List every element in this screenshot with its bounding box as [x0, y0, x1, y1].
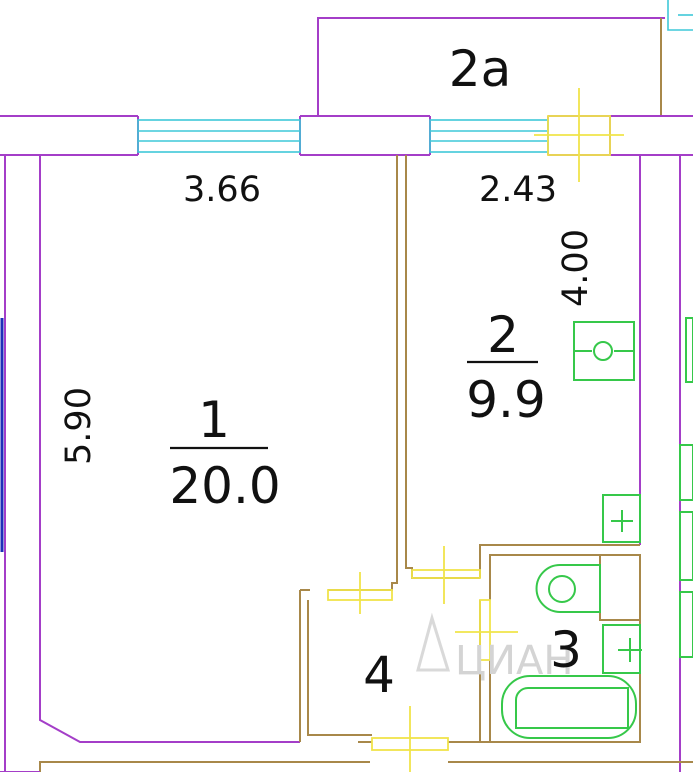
bottom-wall	[0, 741, 693, 772]
door-room-2	[411, 546, 481, 604]
dimension-room1-width: 3.66	[183, 170, 261, 210]
door-room-1	[327, 572, 393, 614]
door-entrance	[371, 706, 449, 772]
balcony-2a	[317, 0, 693, 115]
room-4-label: 4	[363, 646, 395, 704]
room-2a-label: 2a	[449, 40, 511, 98]
room-1-label: 1 20.0	[169, 391, 280, 515]
socket-bathroom	[602, 624, 642, 674]
room-1-number: 1	[198, 391, 230, 449]
radiator-room-2	[573, 321, 635, 381]
window-room-1	[137, 119, 301, 153]
left-wall	[0, 155, 300, 772]
right-wall-room-2	[639, 155, 693, 772]
dimension-room1-length: 5.90	[59, 387, 99, 465]
watermark-text: ЦИАН	[455, 638, 573, 684]
room-2-area: 9.9	[466, 371, 546, 429]
room-2-number: 2	[487, 306, 519, 364]
bathtub	[501, 675, 637, 739]
balcony-door	[534, 88, 624, 182]
dimension-room2-width: 2.43	[479, 170, 557, 210]
watermark: ЦИАН	[416, 612, 573, 684]
dimension-room2-length: 4.00	[556, 229, 596, 307]
door-bathroom	[455, 599, 518, 661]
sink	[535, 564, 601, 613]
room-1-area: 20.0	[169, 457, 280, 515]
window-room-2	[429, 119, 549, 153]
socket-room-2	[602, 494, 641, 543]
room-2-label: 2 9.9	[466, 306, 546, 429]
room-3-label: 3	[550, 621, 582, 679]
